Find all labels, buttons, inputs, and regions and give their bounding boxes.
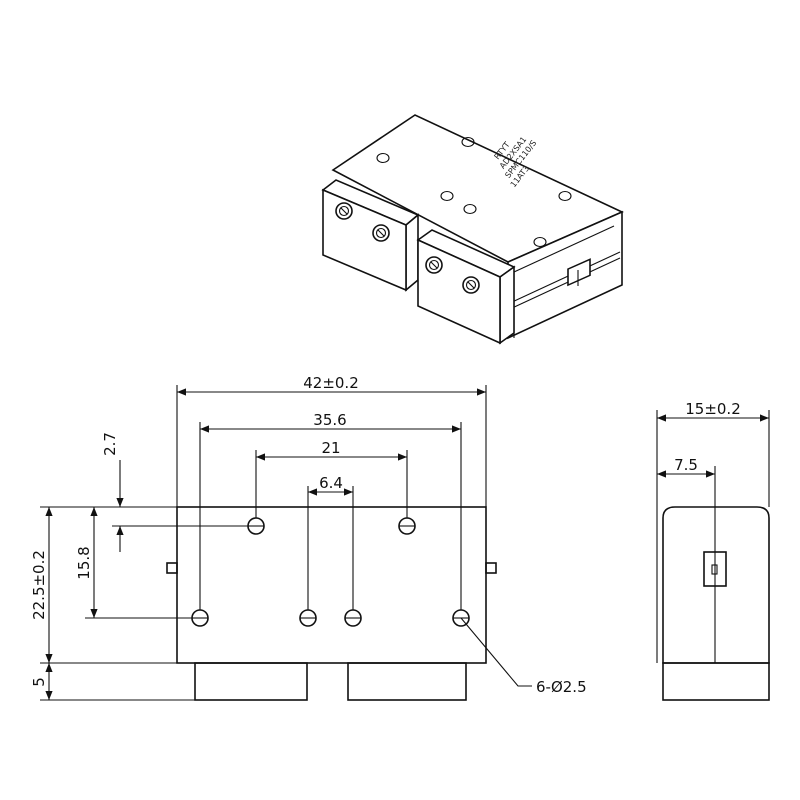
front-extension-lines	[40, 385, 487, 701]
hole-icon	[461, 136, 475, 148]
front-body-outline	[176, 506, 487, 664]
hole-icon	[299, 609, 317, 627]
iso-connector-left	[321, 179, 420, 292]
screw-icon	[425, 256, 443, 274]
iso-side-switch	[567, 258, 591, 287]
front-holes	[191, 517, 470, 627]
side-body-outline	[662, 506, 770, 664]
dim-outer-hole-spacing: 35.6	[313, 411, 346, 429]
hole-callout: 6-Ø2.5	[536, 678, 587, 696]
iso-mount-holes	[376, 136, 572, 248]
dim-height: 22.5±0.2	[30, 550, 48, 620]
hole-icon	[440, 190, 454, 202]
hole-icon	[463, 203, 477, 215]
hole-icon	[247, 517, 265, 535]
front-left-tab	[166, 562, 178, 574]
side-view: 15±0.2 7.5	[656, 400, 770, 701]
dim-connector-height: 5	[30, 677, 48, 687]
dim-inner-hole-spacing: 6.4	[319, 474, 343, 492]
dim-side-width: 15±0.2	[685, 400, 741, 418]
leader-hole-callout	[460, 617, 532, 687]
dim-top-hole-spacing: 21	[321, 439, 340, 457]
side-connector	[662, 662, 770, 701]
front-connector-left	[194, 662, 308, 701]
side-switch	[703, 551, 727, 587]
dim-top-offset: 2.7	[101, 432, 119, 456]
screw-icon	[335, 202, 353, 220]
hole-icon	[191, 609, 209, 627]
dim-side-half-width: 7.5	[674, 456, 698, 474]
dim-overall-width: 42±0.2	[303, 374, 359, 392]
hole-icon	[376, 152, 390, 164]
iso-seam-line	[509, 257, 621, 310]
screw-icon	[372, 224, 390, 242]
dim-hole-row-spacing: 15.8	[75, 546, 93, 579]
hole-icon	[344, 609, 362, 627]
front-connector-right	[347, 662, 467, 701]
hole-icon	[533, 236, 547, 248]
front-right-tab	[485, 562, 497, 574]
iso-edge-line	[513, 225, 615, 273]
iso-connector-right	[416, 229, 516, 345]
front-view: 42±0.2 35.6 21 6.4 2.7 15.8 22.5±0.2 5 6…	[30, 374, 587, 701]
isometric-view: RTYT AD2XSA1 SPMC110/S 11AT3	[321, 114, 624, 345]
hole-icon	[398, 517, 416, 535]
iso-seam-line	[509, 251, 621, 304]
hole-icon	[558, 190, 572, 202]
screw-icon	[462, 276, 480, 294]
side-switch-slot	[711, 564, 718, 575]
front-dimension-lines	[45, 388, 532, 700]
